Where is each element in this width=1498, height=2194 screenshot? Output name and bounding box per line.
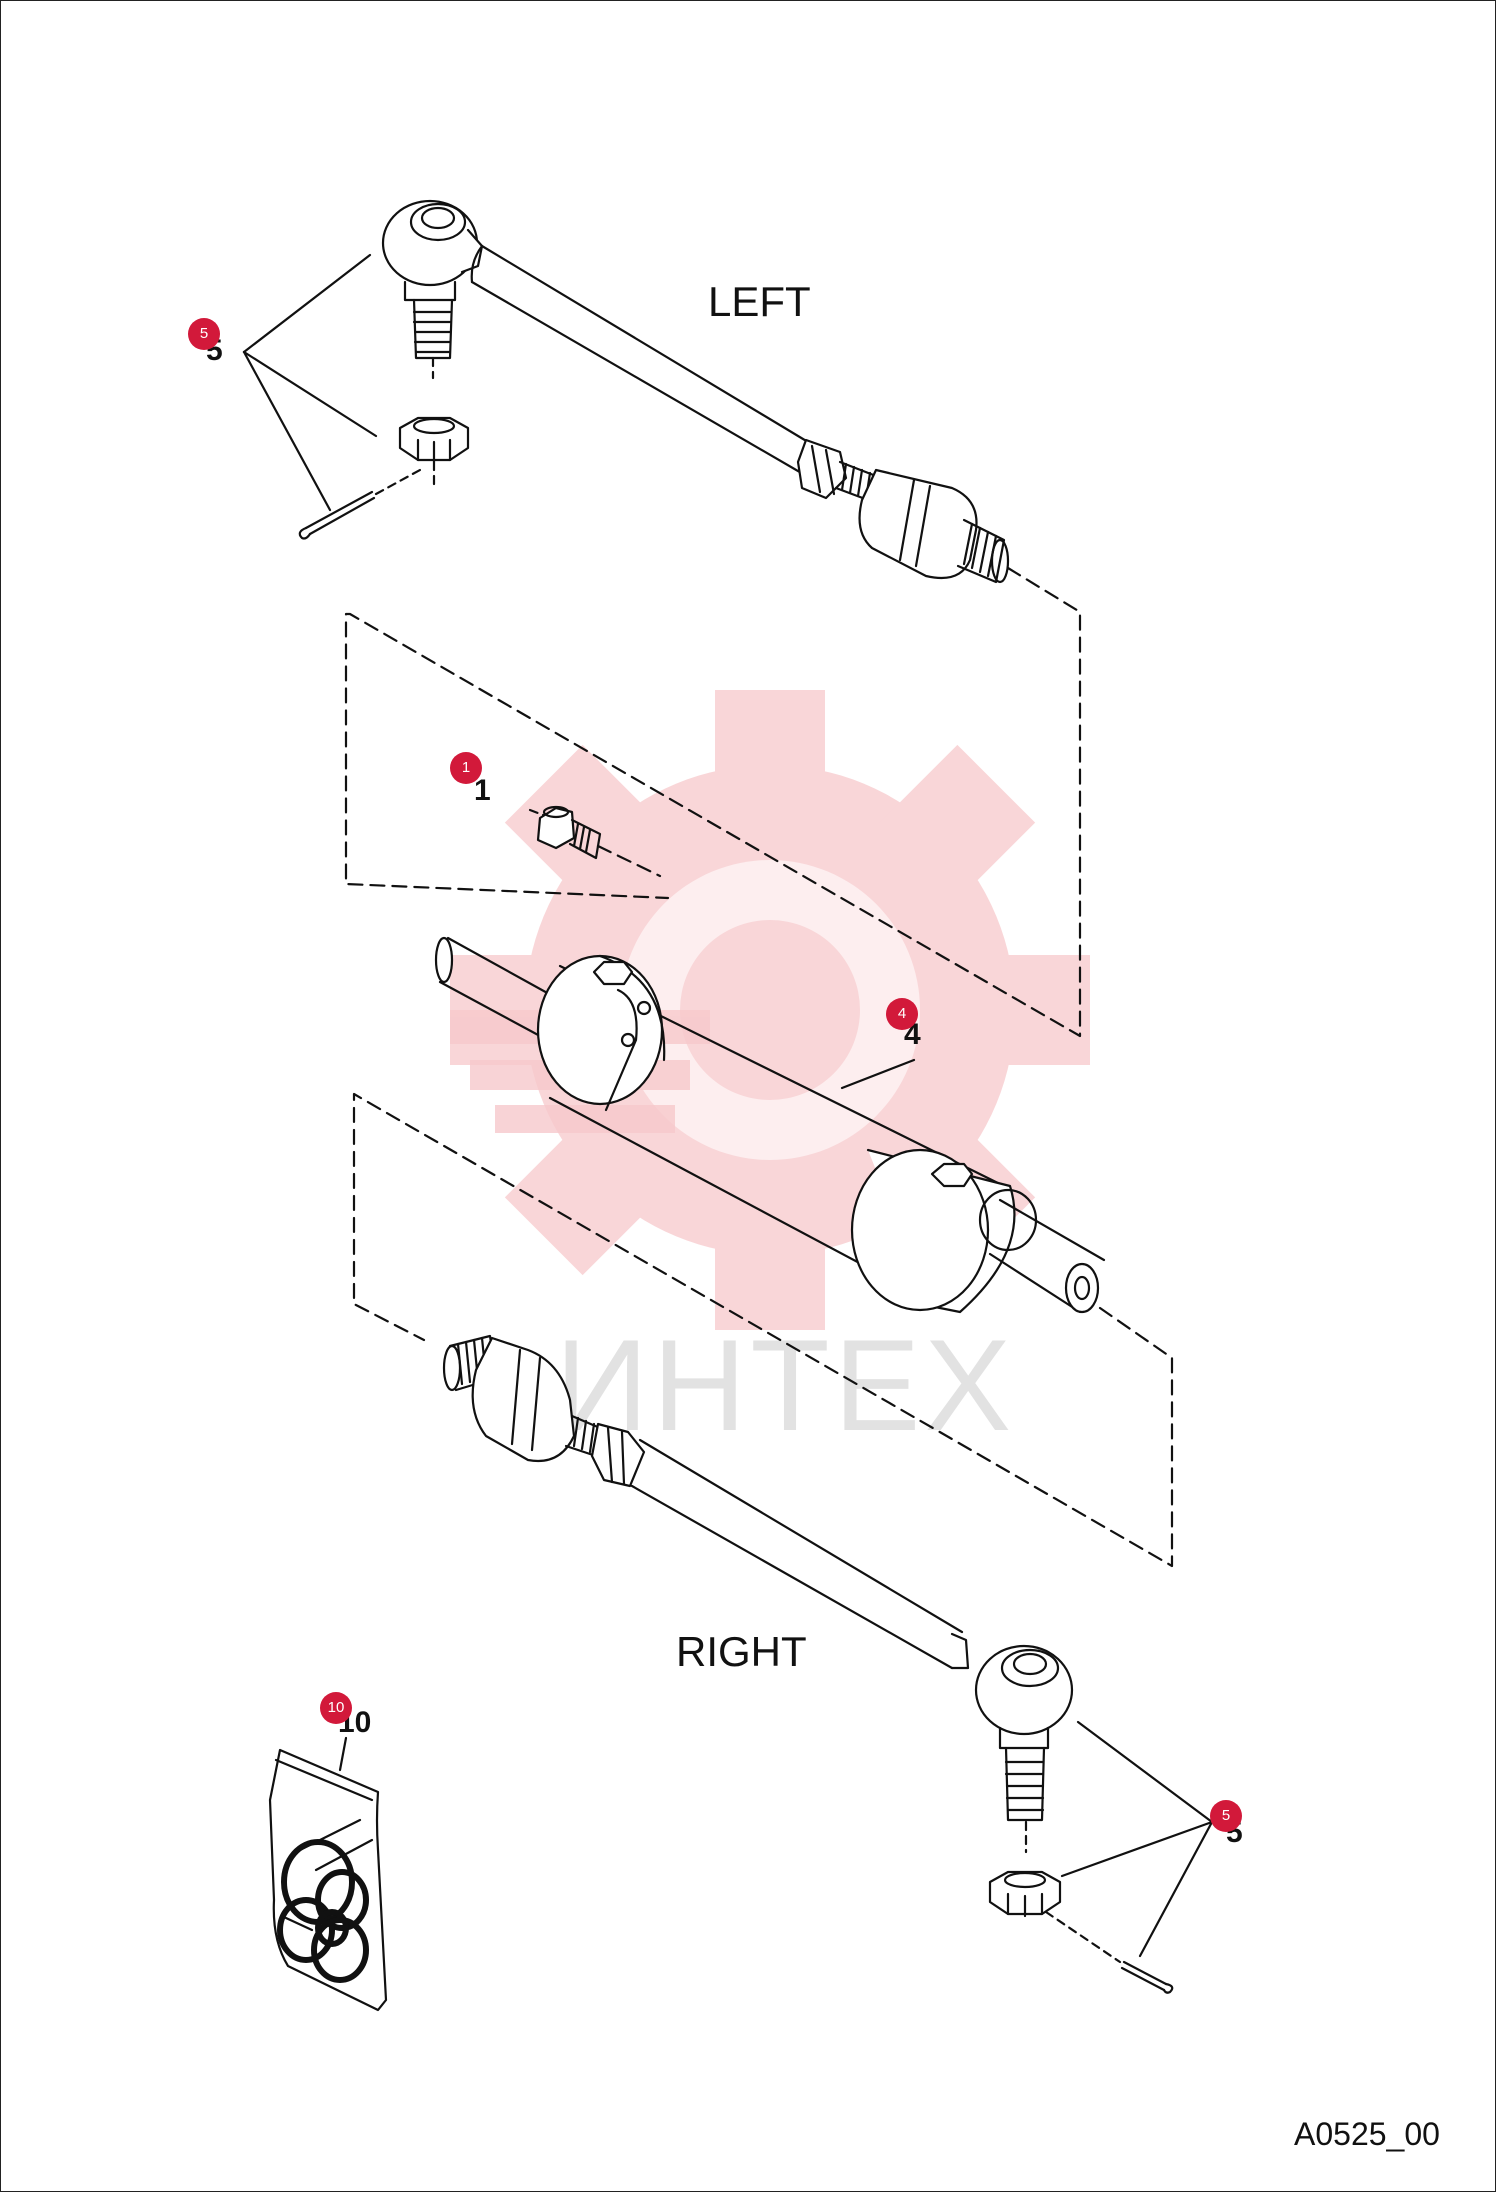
cap-screw: [528, 805, 662, 878]
right-label: RIGHT: [676, 1628, 807, 1675]
callout-badge-1[interactable]: 1: [450, 752, 482, 784]
steering-cylinder: [352, 936, 1174, 1568]
left-tie-rod: [242, 199, 1082, 1038]
left-label: LEFT: [708, 278, 811, 325]
callout-badge-10[interactable]: 10: [320, 1692, 352, 1724]
callout-number-1: 1: [474, 774, 491, 807]
seal-kit-bag: [268, 1736, 388, 2012]
right-tie-rod: [442, 1334, 1214, 1994]
callout-badge-5-left[interactable]: 5: [188, 318, 220, 350]
drawing-code: A0525_00: [1294, 2116, 1440, 2152]
watermark-text: ИНТЕХ: [555, 1312, 1016, 1458]
callout-badge-5-right[interactable]: 5: [1210, 1800, 1242, 1832]
callout-badge-4[interactable]: 4: [886, 998, 918, 1030]
